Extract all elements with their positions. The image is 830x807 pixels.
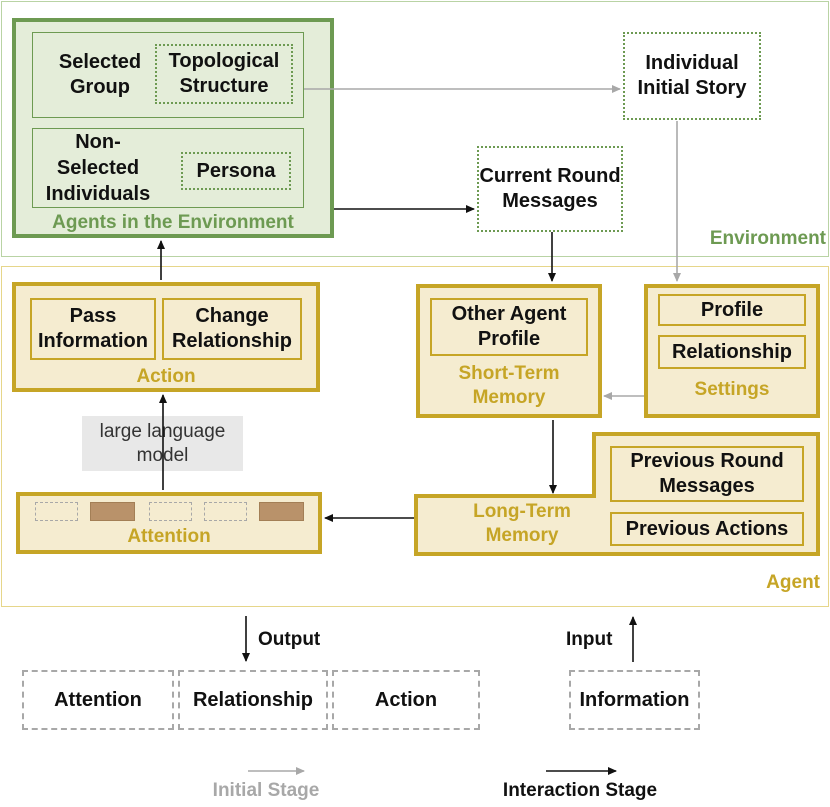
relationship-label: Relationship <box>671 340 792 363</box>
previous-round-label: Previous Round Messages <box>630 450 784 497</box>
change-relationship-label: Change Relationship <box>171 305 292 352</box>
initial-stage-arrows <box>248 85 681 775</box>
output-action-box <box>332 670 480 730</box>
previous-actions-label: Previous Actions <box>625 517 789 540</box>
attention-slot-4 <box>204 502 247 521</box>
profile-box <box>658 294 806 326</box>
other-agent-profile-label: Other Agent Profile <box>451 303 567 350</box>
topological-structure-box <box>155 44 293 104</box>
attention-slot-1 <box>35 502 78 521</box>
pass-information-label: Pass Information <box>38 305 148 352</box>
initial-story-label: Individual Initial Story <box>637 52 747 99</box>
profile-label: Profile <box>700 298 764 321</box>
short-term-memory-label: Short-Term Memory <box>458 363 560 408</box>
environment-region-label: Environment <box>709 228 826 250</box>
output-relationship-label: Relationship <box>192 688 313 711</box>
persona-box <box>181 152 291 190</box>
input-label: Input <box>566 629 613 651</box>
current-round-box <box>477 146 623 232</box>
other-agent-profile-box <box>430 298 588 356</box>
input-information-box <box>569 670 700 730</box>
change-relationship-box <box>162 298 302 360</box>
output-attention-box <box>22 670 174 730</box>
output-action-label: Action <box>374 688 438 711</box>
non-selected-box <box>32 128 304 208</box>
action-group-label: Action <box>136 366 196 388</box>
settings-label: Settings <box>694 379 770 401</box>
initial-story-box <box>623 32 761 120</box>
persona-label: Persona <box>196 159 276 182</box>
attention-slot-3 <box>149 502 192 521</box>
legend-initial-stage-label: Initial Stage <box>212 780 320 802</box>
output-relationship-box <box>178 670 328 730</box>
non-selected-label: Non-Selected Individuals <box>45 131 151 205</box>
previous-round-box <box>610 446 804 502</box>
interaction-stage-arrows <box>157 205 637 775</box>
output-label: Output <box>258 629 321 651</box>
current-round-label: Current Round Messages <box>479 165 621 212</box>
environment-region <box>1 1 829 257</box>
attention-label: Attention <box>127 526 211 548</box>
long-term-memory-label: Long-Term Memory <box>473 501 571 546</box>
selected-group-box <box>32 32 304 118</box>
relationship-box <box>658 335 806 369</box>
agent-region <box>1 266 829 607</box>
agents-in-environment-label: Agents in the Environment <box>52 212 294 234</box>
input-information-label: Information <box>579 688 690 711</box>
attention-slot-2 <box>90 502 135 521</box>
agent-region-label: Agent <box>766 572 820 594</box>
pass-information-box <box>30 298 156 360</box>
topological-structure-label: Topological Structure <box>168 50 280 97</box>
previous-actions-box <box>610 512 804 546</box>
selected-group-label: Selected Group <box>58 51 142 98</box>
output-attention-label: Attention <box>54 688 142 711</box>
attention-slot-5 <box>259 502 304 521</box>
legend-interaction-stage-label: Interaction Stage <box>502 780 658 802</box>
